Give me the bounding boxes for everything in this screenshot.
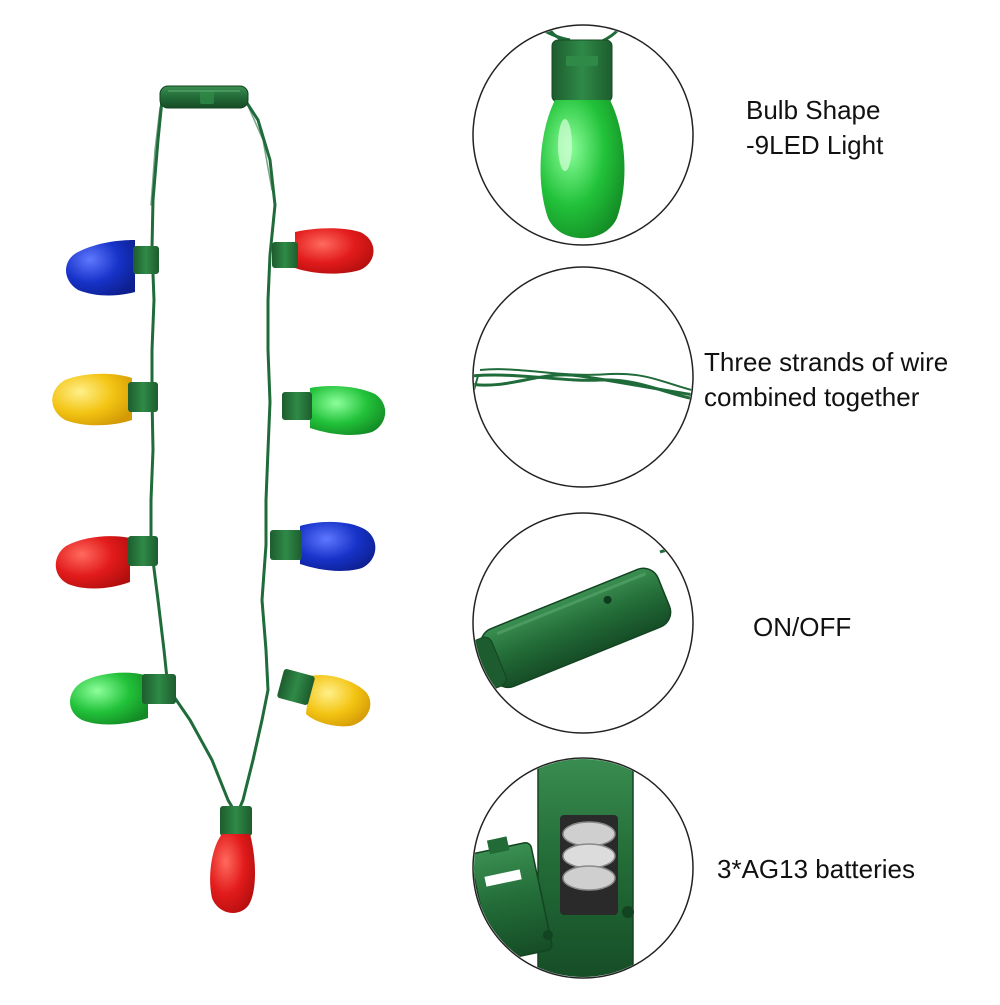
feature-label-line: -9LED Light [746,130,884,160]
feature-label-line: ON/OFF [753,612,852,642]
battery-cells-icon [474,759,634,977]
switch-icon [474,546,692,690]
detail-circle-bulb [472,24,694,246]
wire-icon [149,98,277,814]
bulb-icon [277,669,371,727]
bulb-icon [270,521,376,571]
detail-circle-switch [472,512,694,734]
bulb-icon [66,240,159,296]
bulb-icon [272,228,374,274]
battery-case-icon [159,85,249,109]
bulb-icon [55,536,158,589]
bulb-icon [282,386,386,435]
feature-label-bulb: Bulb Shape -9LED Light [746,93,883,163]
necklace [52,85,386,913]
feature-label-line: combined together [704,382,920,412]
detail-circle-wire [472,266,694,488]
feature-label-line: 3*AG13 batteries [717,854,916,884]
feature-label-line: Three strands of wire [704,347,949,377]
feature-label-wire: Three strands of wire combined together [704,345,948,415]
detail-circle-batteries [472,757,694,979]
bulb-icon [52,373,158,426]
feature-label-switch: ON/OFF [753,610,851,645]
feature-label-batteries: 3*AG13 batteries [717,852,915,887]
bulb-icon [210,806,255,913]
feature-label-line: Bulb Shape [746,95,881,125]
bulb-icon [70,672,176,725]
